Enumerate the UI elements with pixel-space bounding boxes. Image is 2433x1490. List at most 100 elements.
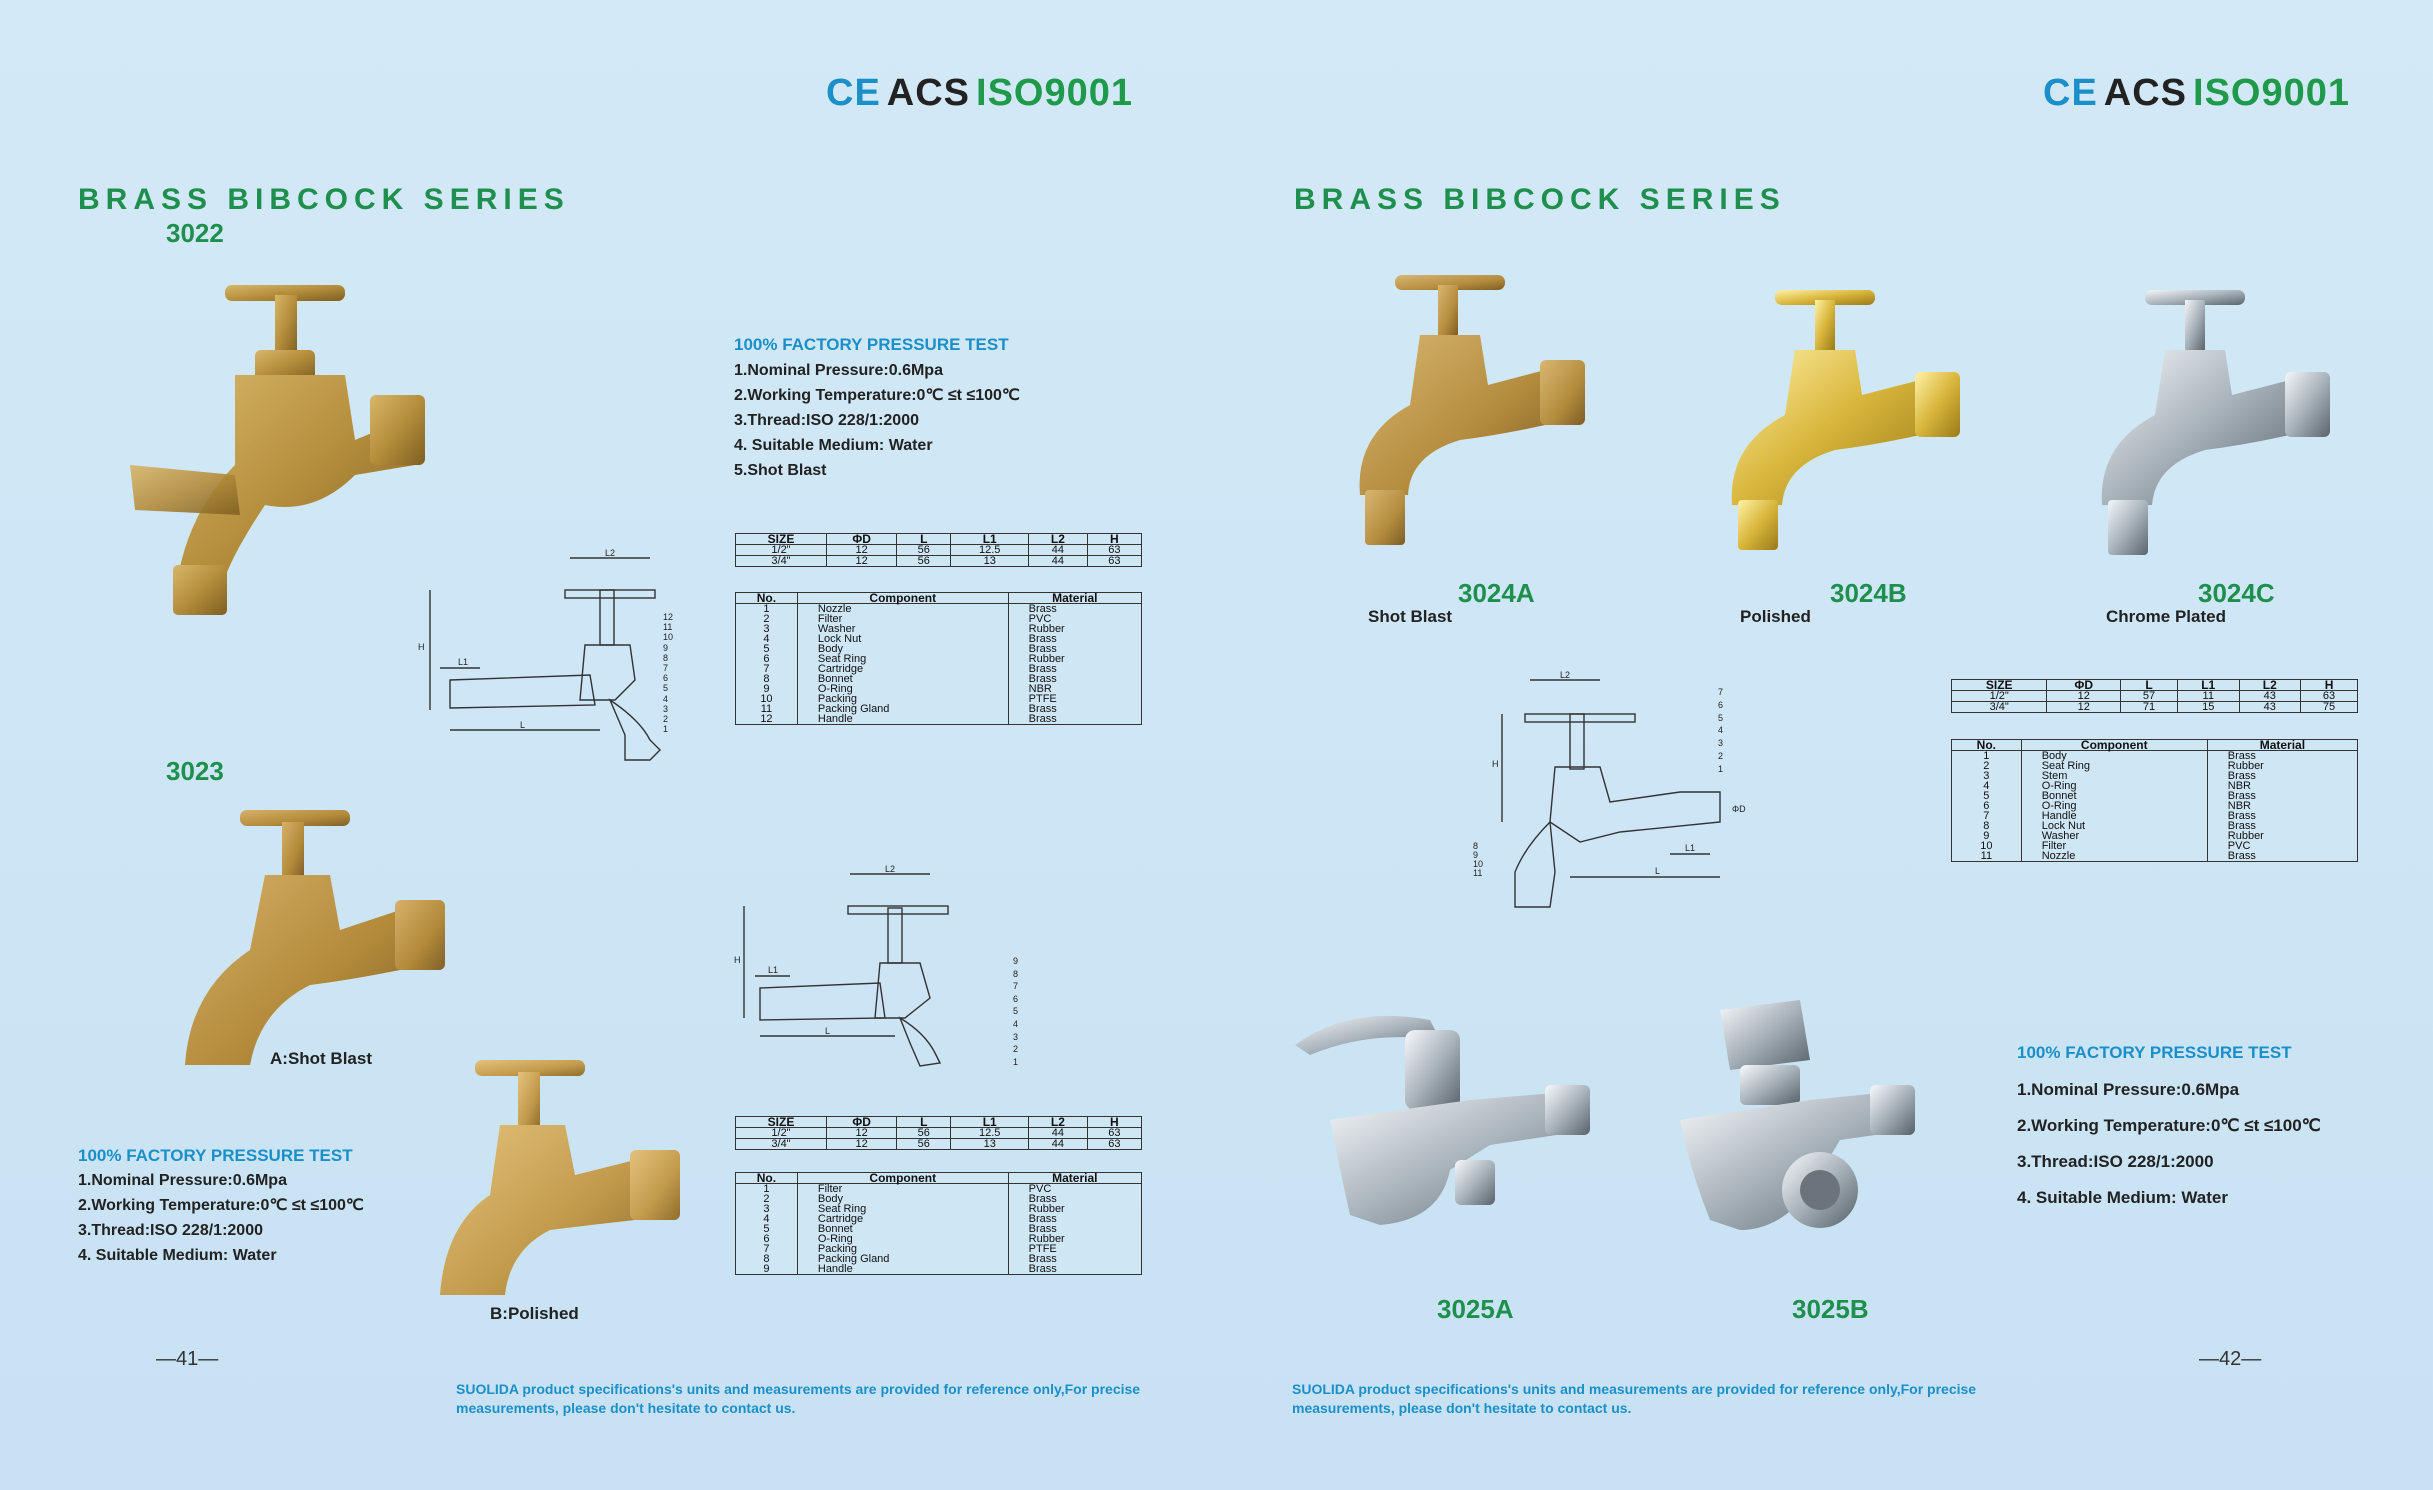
table-cell: 1/2": [735, 544, 827, 556]
column-header: L1: [2176, 679, 2240, 691]
table-cell: Brass: [1007, 1194, 1143, 1205]
test-line: 3.Thread:ISO 228/1:2000: [78, 1222, 263, 1239]
table-cell: 63: [1086, 1138, 1143, 1150]
pressure-test-list-right: 1.Nominal Pressure:0.6Mpa 2.Working Temp…: [2017, 1072, 2321, 1216]
faucet-3024b-image: [1731, 290, 1960, 550]
faucet-3022-image: [130, 285, 425, 615]
svg-text:L2: L2: [885, 864, 895, 874]
callout-number: 10: [1473, 859, 1484, 869]
svg-text:H: H: [1492, 759, 1499, 769]
pressure-test-list-top: 1.Nominal Pressure:0.6Mpa 2.Working Temp…: [734, 358, 1020, 483]
acs-mark: ACS: [2103, 72, 2188, 114]
callout-number: 6: [1013, 993, 1019, 1004]
table-cell: 63: [1086, 544, 1143, 556]
table-cell: Rubber: [1007, 624, 1143, 635]
callout-number: 3: [1013, 1031, 1019, 1042]
table-cell: 44: [1028, 1127, 1088, 1139]
table-cell: Nozzle: [2020, 851, 2208, 862]
table-cell: 63: [2300, 690, 2358, 702]
callout-number: 7: [663, 663, 669, 674]
ce-mark: CE: [826, 72, 881, 114]
technical-diagram-3023: L2 H L1 L: [734, 864, 949, 1067]
ce-mark: CE: [2043, 72, 2098, 114]
table-cell: 12: [825, 555, 898, 567]
callout-number: 3: [1718, 738, 1724, 749]
callout-number: 10: [663, 632, 674, 643]
svg-text:L2: L2: [1560, 670, 1570, 680]
callout-number: 3: [663, 703, 669, 714]
callout-number: 8: [663, 652, 669, 663]
table-cell: Brass: [2206, 821, 2359, 832]
callout-number: 7: [1013, 981, 1019, 992]
column-header: L2: [1028, 1116, 1088, 1128]
pressure-test-title-top: 100% FACTORY PRESSURE TEST: [734, 335, 1009, 354]
table-cell: 1/2": [735, 1127, 827, 1139]
callout-number: 9: [663, 642, 669, 653]
column-header: ΦD: [2046, 679, 2122, 691]
callout-number: 5: [1718, 712, 1724, 723]
table-cell: Brass: [1007, 704, 1143, 715]
series-title-right: BRASS BIBCOCK SERIES: [1294, 183, 1786, 216]
svg-text:L1: L1: [458, 657, 468, 667]
table-cell: Brass: [2206, 791, 2359, 802]
table-cell: Brass: [2206, 851, 2359, 862]
callout-number: 4: [1718, 725, 1724, 736]
column-header: SIZE: [735, 533, 827, 545]
caption-3024b: Polished: [1740, 607, 1811, 626]
table-cell: 12: [2046, 690, 2122, 702]
test-line: 3.Thread:ISO 228/1:2000: [734, 412, 919, 429]
table-cell: NBR: [1007, 684, 1143, 695]
callout-number: 2: [1718, 750, 1724, 761]
table-cell: Brass: [1007, 1254, 1143, 1265]
table-cell: 15: [2176, 701, 2240, 713]
callout-number: 2: [663, 714, 669, 725]
column-header: SIZE: [1950, 679, 2048, 691]
model-3025b: 3025B: [1792, 1294, 1869, 1324]
column-header: H: [2300, 679, 2358, 691]
test-line: 2.Working Temperature:0℃ ≤t ≤100℃: [734, 387, 1020, 404]
svg-text:L2: L2: [605, 548, 615, 558]
column-header: Material: [1007, 592, 1143, 604]
faucet-3025b-image: [1680, 1000, 1915, 1230]
callout-number: 11: [663, 622, 673, 633]
table-cell: 12: [825, 544, 898, 556]
table-cell: 44: [1028, 1138, 1088, 1150]
faucet-3023a-image: [185, 810, 445, 1065]
model-3025a: 3025A: [1437, 1294, 1514, 1324]
table-cell: 12: [825, 1138, 898, 1150]
table-cell: 71: [2120, 701, 2178, 713]
callout-number: 9: [1473, 850, 1479, 860]
column-header: SIZE: [735, 1116, 827, 1128]
model-3024a: 3024A: [1458, 578, 1535, 608]
disclaimer-right: SUOLIDA product specifications's units a…: [1292, 1381, 1977, 1416]
test-line: 2.Working Temperature:0℃ ≤t ≤100℃: [2017, 1116, 2321, 1135]
table-cell: 11: [1951, 851, 2022, 862]
svg-text:H: H: [418, 642, 425, 652]
